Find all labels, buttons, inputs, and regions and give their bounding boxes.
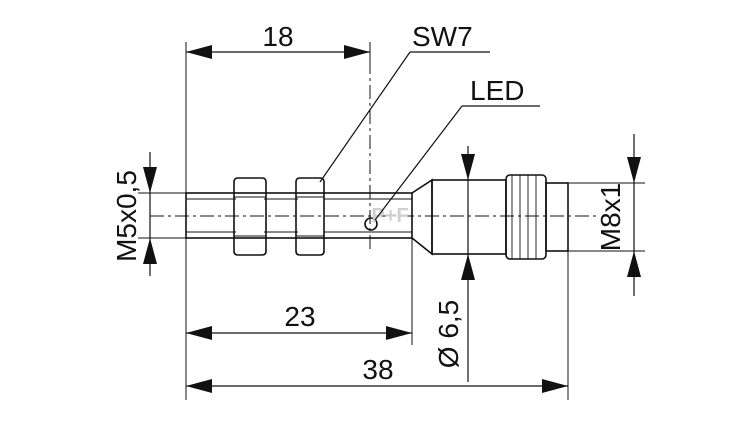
dimension-thread: M5x0,5 xyxy=(111,152,157,276)
dimension-38-label: 38 xyxy=(362,354,393,385)
thread-label: M5x0,5 xyxy=(111,170,142,262)
m8-connector xyxy=(505,174,569,260)
hex-nut-left xyxy=(233,177,267,256)
dimension-connector-thread: M8x1 xyxy=(595,134,641,296)
sw7-callout: SW7 xyxy=(319,21,490,183)
housing-taper xyxy=(411,178,433,256)
dimension-23-label: 23 xyxy=(284,301,315,332)
watermark: P+F xyxy=(371,205,408,227)
dimension-23: 23 xyxy=(186,301,412,340)
cylindrical-housing xyxy=(431,179,507,255)
connector-thread-label: M8x1 xyxy=(595,183,626,251)
sw7-label: SW7 xyxy=(412,21,473,52)
dimension-body-diameter: Ø 6,5 xyxy=(433,146,475,382)
led-label: LED xyxy=(470,75,524,106)
dimension-18-label: 18 xyxy=(262,21,293,52)
sensor-body: P+F xyxy=(185,174,569,260)
led-callout: LED xyxy=(374,75,540,221)
hex-nut-right xyxy=(295,177,325,256)
body-diameter-label: Ø 6,5 xyxy=(433,300,464,368)
dimension-18: 18 xyxy=(186,21,370,59)
dimension-38: 38 xyxy=(186,354,568,393)
led-window xyxy=(364,217,378,231)
